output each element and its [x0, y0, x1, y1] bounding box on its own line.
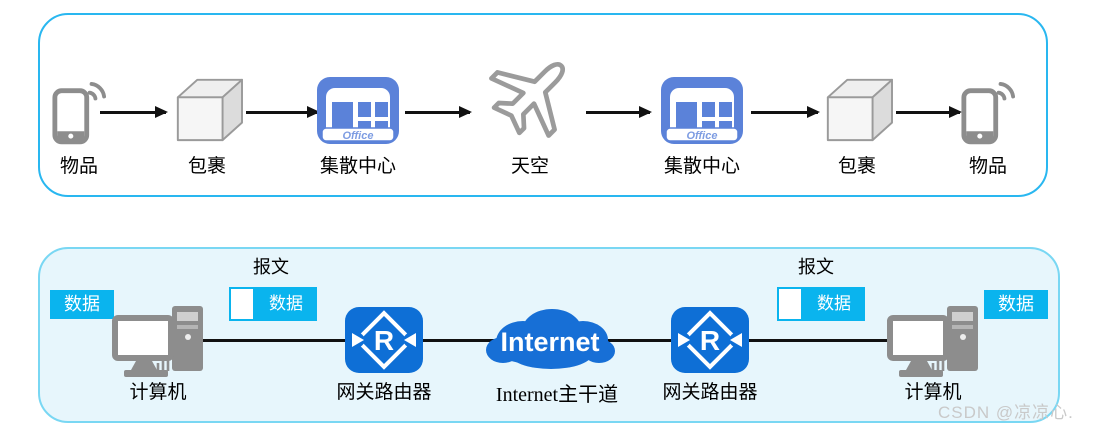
node-label: 物品: [59, 156, 98, 177]
cloud-label: Internet主干道: [495, 384, 619, 406]
node-label: 包裹: [187, 156, 226, 177]
node-package-out: 包裹: [169, 72, 245, 178]
node-label: 天空: [510, 156, 549, 177]
arrow-right-icon: [586, 106, 652, 118]
router-icon-left: R: [345, 307, 423, 378]
packet-data-box: 数据: [255, 287, 317, 321]
arrow-right-icon: [405, 106, 472, 118]
router-label-right: 网关路由器: [662, 382, 758, 403]
office-building-icon: Office: [317, 72, 399, 144]
arrow-right-icon: [246, 106, 320, 118]
package-icon: [819, 72, 895, 144]
message-label-right: 报文: [798, 257, 834, 277]
data-badge-left: 数据: [50, 290, 114, 319]
airplane-icon: [483, 62, 577, 144]
node-hub-out: Office 集散中心: [317, 72, 399, 178]
router-glyph: R: [700, 325, 720, 356]
packet-right: 数据: [777, 287, 865, 321]
office-wordmark: Office: [687, 130, 718, 142]
watermark: CSDN @凉凉心.: [938, 403, 1074, 422]
router-icon-right: R: [671, 307, 749, 378]
phone-icon: [51, 72, 107, 145]
office-wordmark: Office: [343, 130, 374, 142]
node-package-in: 包裹: [819, 72, 895, 178]
computer-icon-right: [887, 306, 982, 383]
packet-data-box: 数据: [803, 287, 865, 321]
node-sky: 天空: [483, 62, 577, 178]
router-glyph: R: [374, 325, 394, 356]
computer-label-right: 计算机: [904, 382, 962, 403]
node-label: 包裹: [837, 156, 876, 177]
node-item-destination: 物品: [960, 72, 1016, 178]
packet-header-box: [777, 287, 803, 321]
node-hub-in: Office 集散中心: [661, 72, 743, 178]
node-label: 集散中心: [319, 156, 396, 177]
message-label-left: 报文: [253, 257, 289, 277]
node-label: 集散中心: [663, 156, 740, 177]
computer-label-left: 计算机: [129, 382, 187, 403]
packet-header-box: [229, 287, 255, 321]
package-icon: [169, 72, 245, 144]
arrow-right-icon: [896, 106, 962, 118]
arrow-right-icon: [100, 106, 168, 118]
arrow-right-icon: [751, 106, 820, 118]
node-label: 物品: [968, 156, 1007, 177]
cloud-wordmark: Internet: [500, 327, 599, 357]
data-badge-right: 数据: [984, 290, 1048, 319]
packet-left: 数据: [229, 287, 317, 321]
phone-icon: [960, 72, 1016, 145]
internet-cloud-icon: Internet: [483, 306, 619, 377]
office-building-icon: Office: [661, 72, 743, 144]
computer-icon-left: [112, 306, 207, 383]
node-item-source: 物品: [51, 72, 107, 178]
router-label-left: 网关路由器: [336, 382, 432, 403]
